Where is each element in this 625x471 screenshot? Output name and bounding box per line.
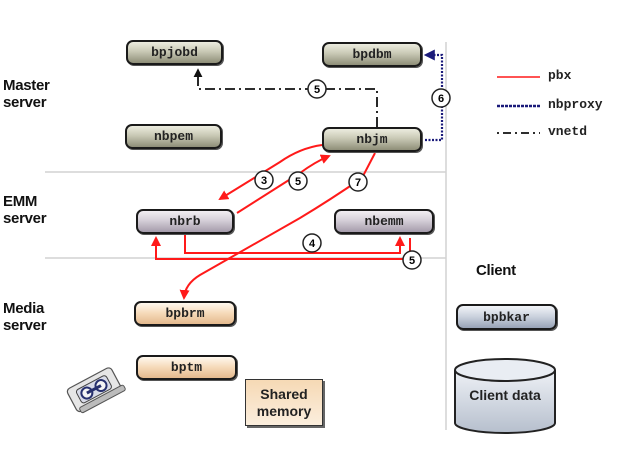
step-badge-5-vnetd: 5 xyxy=(307,79,327,99)
client-data-label: Client data xyxy=(469,387,541,403)
connection-pbx-nbjm-nbrb-3 xyxy=(218,144,323,201)
zone-label-client: Client xyxy=(476,262,516,279)
zone-label-emm-server: EMM server xyxy=(3,193,47,227)
svg-text:3: 3 xyxy=(261,175,267,187)
zone-label-media-server: Media server xyxy=(3,300,47,334)
database-cylinder-icon xyxy=(454,358,556,434)
shared-memory-box: Shared memory xyxy=(245,379,323,426)
step-badge-5-nbemm-nbrb: 5 xyxy=(402,250,422,270)
svg-text:5: 5 xyxy=(295,176,301,188)
connection-pbx-nbrb-nbemm-4 xyxy=(184,234,405,254)
connection-pbx-nbjm-bpbrm-7 xyxy=(179,152,376,300)
step-badge-3: 3 xyxy=(254,170,274,190)
process-bpdbm: bpdbm xyxy=(322,42,422,67)
process-nbrb: nbrb xyxy=(136,209,234,234)
process-bpbrm: bpbrm xyxy=(134,301,236,326)
step-badge-6-nbproxy: 6 xyxy=(431,88,451,108)
step-badge-5-nbrb-nbjm: 5 xyxy=(288,171,308,191)
process-nbemm: nbemm xyxy=(334,209,434,234)
connection-pbx-nbrb-nbjm-5 xyxy=(236,154,331,214)
legend-label-pbx: pbx xyxy=(548,68,572,83)
svg-text:6: 6 xyxy=(438,93,444,105)
svg-text:4: 4 xyxy=(309,238,316,250)
svg-text:5: 5 xyxy=(314,84,320,96)
process-bptm: bptm xyxy=(136,355,237,380)
step-badge-4: 4 xyxy=(302,233,322,253)
svg-text:7: 7 xyxy=(355,177,361,189)
step-badge-7: 7 xyxy=(348,172,368,192)
svg-text:5: 5 xyxy=(409,255,415,267)
connection-vnetd-nbjm-bpjobd xyxy=(193,68,378,127)
process-bpjobd: bpjobd xyxy=(126,40,223,65)
legend-label-nbproxy: nbproxy xyxy=(548,97,603,112)
process-nbpem: nbpem xyxy=(125,124,222,149)
process-bpbkar: bpbkar xyxy=(456,304,557,330)
tape-cartridge-icon xyxy=(66,367,126,414)
legend-label-vnetd: vnetd xyxy=(548,124,588,139)
connection-pbx-nbemm-nbrb-5 xyxy=(151,236,411,260)
process-nbjm: nbjm xyxy=(322,127,422,152)
zone-label-master-server: Master server xyxy=(3,77,50,111)
